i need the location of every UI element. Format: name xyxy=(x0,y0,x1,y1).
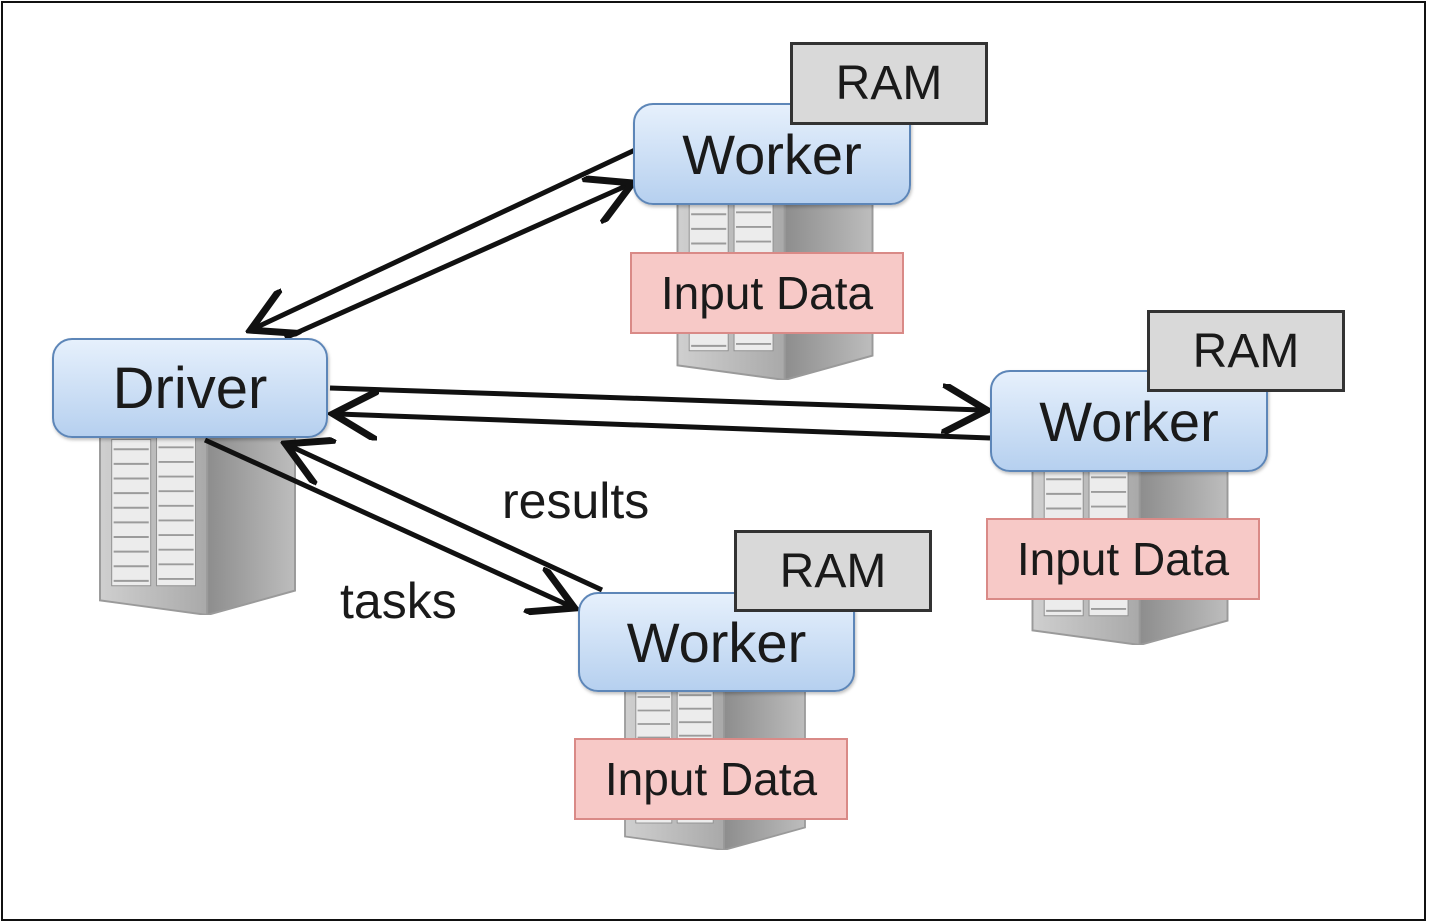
worker-1-input-data: Input Data xyxy=(630,252,904,334)
arrow-driver-to-worker1 xyxy=(283,185,628,341)
tasks-label: tasks xyxy=(340,573,457,629)
worker-2-input-data: Input Data xyxy=(986,518,1260,600)
results-label: results xyxy=(502,473,650,529)
worker-2-label: Worker xyxy=(1039,389,1219,453)
worker-3-input-data: Input Data xyxy=(574,738,848,820)
worker-2-node: Worker xyxy=(990,370,1268,472)
worker-1-ram-box: RAM xyxy=(790,42,988,125)
arrow-driver-to-worker3 xyxy=(203,437,570,606)
worker-3-ram-box: RAM xyxy=(734,530,932,612)
worker-1-input-label: Input Data xyxy=(660,267,874,319)
worker-1-ram-label: RAM xyxy=(835,57,943,110)
worker-2-input-label: Input Data xyxy=(1016,533,1230,585)
driver-label: Driver xyxy=(112,355,268,421)
worker-2-ram-label: RAM xyxy=(1192,324,1300,378)
driver-node: Driver xyxy=(52,338,328,438)
worker-3-ram-label: RAM xyxy=(779,544,887,598)
worker-3-input-label: Input Data xyxy=(604,753,818,805)
arrow-driver-to-worker2 xyxy=(329,388,982,410)
arrow-worker3-to-driver xyxy=(290,446,604,593)
worker-1-label: Worker xyxy=(682,122,862,186)
arrow-worker1-to-driver xyxy=(255,147,637,328)
worker-2-ram-box: RAM xyxy=(1147,310,1345,392)
arrow-worker2-to-driver xyxy=(338,414,991,441)
worker-3-label: Worker xyxy=(626,610,807,674)
